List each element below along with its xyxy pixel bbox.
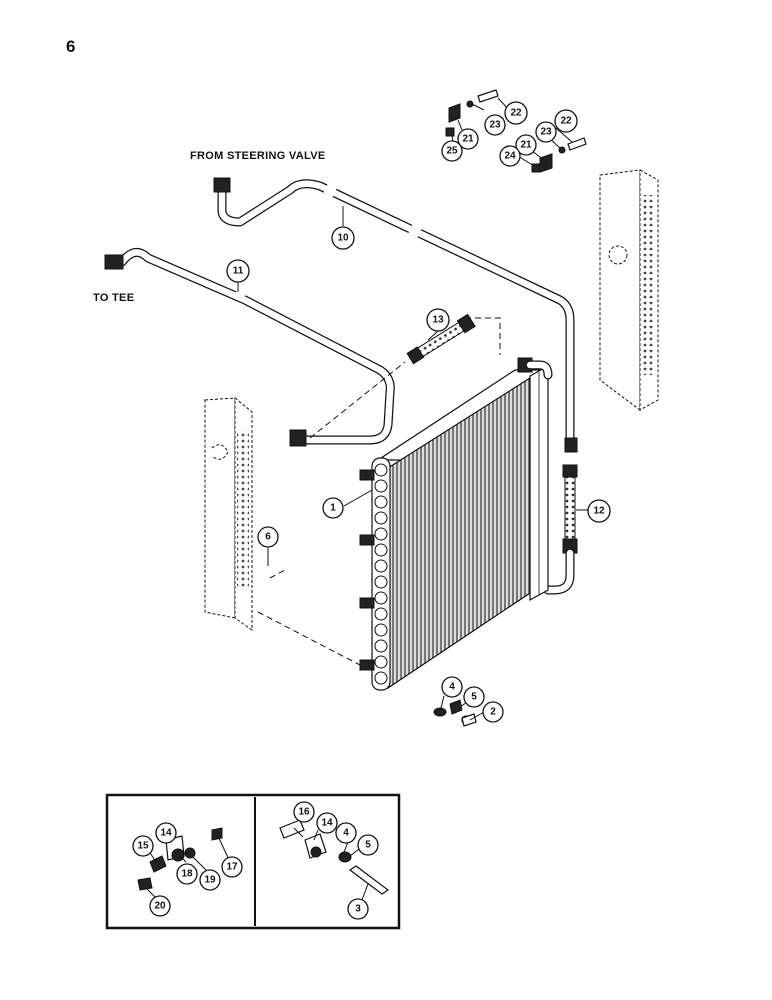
svg-text:22: 22 xyxy=(510,108,522,119)
svg-text:24: 24 xyxy=(504,151,516,162)
callout-5: 5 xyxy=(463,686,485,708)
callout-2: 2 xyxy=(482,701,504,723)
callout-25: 25 xyxy=(441,140,463,162)
note-to-tee: TO TEE xyxy=(93,292,134,304)
svg-text:20: 20 xyxy=(154,901,166,912)
fitting-nut xyxy=(289,429,307,447)
svg-text:5: 5 xyxy=(365,840,371,851)
callout-10: 10 xyxy=(331,226,355,250)
svg-text:10: 10 xyxy=(337,233,349,244)
callout-5b: 5 xyxy=(357,834,379,856)
callout-13: 13 xyxy=(426,308,450,332)
svg-text:3: 3 xyxy=(355,904,361,915)
callout-21b: 21 xyxy=(515,134,537,156)
svg-text:16: 16 xyxy=(298,807,310,818)
svg-text:14: 14 xyxy=(321,818,333,829)
callout-20: 20 xyxy=(149,895,171,917)
svg-text:4: 4 xyxy=(449,682,455,693)
callout-6: 6 xyxy=(257,526,279,548)
callout-23b: 23 xyxy=(535,121,557,143)
callout-21a: 21 xyxy=(457,128,479,150)
note-from-steering-valve: FROM STEERING VALVE xyxy=(190,150,325,162)
svg-text:5: 5 xyxy=(471,692,477,703)
page-number: 6 xyxy=(66,37,75,56)
callout-4: 4 xyxy=(441,676,463,698)
callout-22b: 22 xyxy=(554,109,578,133)
callout-1: 1 xyxy=(322,497,344,519)
svg-text:4: 4 xyxy=(343,828,349,839)
svg-text:14: 14 xyxy=(160,828,172,839)
callout-17: 17 xyxy=(221,856,243,878)
callout-12: 12 xyxy=(587,499,611,523)
callout-14b: 14 xyxy=(316,812,338,834)
svg-text:23: 23 xyxy=(540,127,552,138)
hose-12 xyxy=(543,464,578,595)
left-bracket xyxy=(204,396,253,631)
fitting-nut xyxy=(104,254,124,270)
inset-left-parts xyxy=(137,827,223,891)
svg-text:21: 21 xyxy=(520,140,532,151)
callout-3: 3 xyxy=(347,898,369,920)
callout-11: 11 xyxy=(226,259,250,283)
hose-13 xyxy=(406,313,476,365)
svg-text:23: 23 xyxy=(489,120,501,131)
inset-right-parts xyxy=(279,819,390,895)
svg-text:13: 13 xyxy=(432,315,444,326)
callout-15: 15 xyxy=(132,835,154,857)
hardware-bottom xyxy=(433,699,477,727)
svg-text:2: 2 xyxy=(490,707,496,718)
svg-text:1: 1 xyxy=(330,503,336,514)
svg-text:15: 15 xyxy=(137,841,149,852)
svg-text:21: 21 xyxy=(462,134,474,145)
right-bracket xyxy=(599,169,659,411)
callout-4b: 4 xyxy=(335,822,357,844)
tube-10 xyxy=(213,177,578,453)
callout-16: 16 xyxy=(293,801,315,823)
callout-23a: 23 xyxy=(484,114,506,136)
cooler-coil xyxy=(371,457,391,691)
hardware-top xyxy=(445,89,587,173)
svg-text:18: 18 xyxy=(181,869,193,880)
svg-text:11: 11 xyxy=(233,266,244,277)
svg-text:17: 17 xyxy=(226,862,238,873)
callout-22a: 22 xyxy=(504,101,528,125)
oil-cooler xyxy=(359,357,553,691)
tube-11 xyxy=(104,247,395,447)
svg-text:12: 12 xyxy=(593,506,605,517)
svg-text:22: 22 xyxy=(560,116,572,127)
callout-14a: 14 xyxy=(155,822,177,844)
fitting-nut xyxy=(213,177,231,193)
fitting-nut xyxy=(564,437,578,453)
callout-19: 19 xyxy=(199,869,221,891)
callout-18: 18 xyxy=(176,863,198,885)
callout-24: 24 xyxy=(499,145,521,167)
svg-text:6: 6 xyxy=(265,532,271,543)
svg-text:25: 25 xyxy=(446,146,458,157)
inset-detail-box: 14 15 17 18 19 20 16 14 4 5 3 xyxy=(105,793,401,930)
svg-text:19: 19 xyxy=(204,875,216,886)
